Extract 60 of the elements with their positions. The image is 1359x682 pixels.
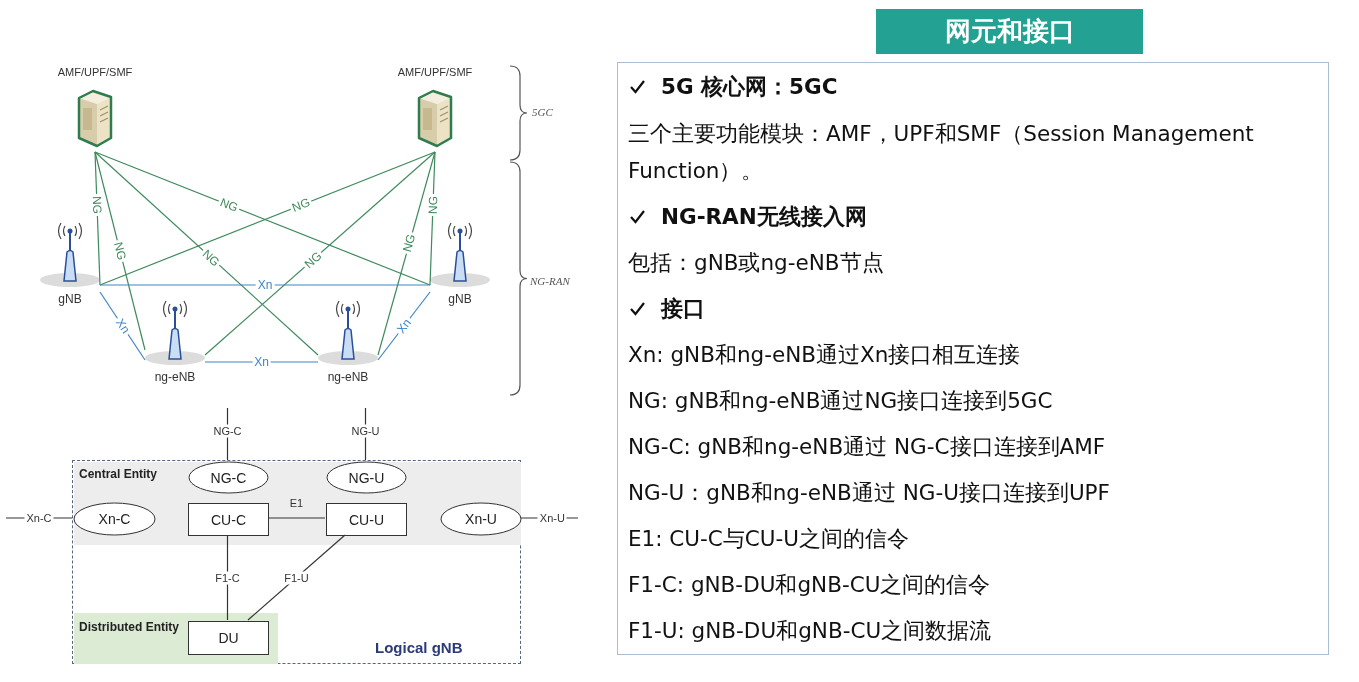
connector-line: [94, 151, 319, 356]
edge-label: E1: [288, 496, 305, 510]
heading-text: NG-RAN无线接入网: [661, 203, 868, 231]
body-text: Xn: gNB和ng-eNB通过Xn接口相互连接: [628, 341, 1022, 369]
edge-label: F1-U: [282, 571, 311, 584]
station-label: gNB: [447, 292, 473, 306]
connector-line: [267, 517, 326, 519]
interface-label: NG-C: [210, 469, 247, 486]
connector-line: [204, 151, 436, 356]
section-label: NG-RAN: [530, 275, 570, 287]
server-label: AMF/UPF/SMF: [396, 66, 474, 78]
body-text: F1-C: gNB-DU和gNB-CU之间的信令: [628, 571, 992, 599]
connector-line: [94, 151, 101, 286]
body-text: NG: gNB和ng-eNB通过NG接口连接到5GC: [628, 387, 1054, 415]
edge-label: NG-C: [211, 424, 244, 438]
connector-line: [99, 284, 431, 286]
connector-line: [99, 291, 146, 361]
edge-label: Xn: [252, 355, 271, 369]
unit-label: CU-U: [349, 511, 384, 528]
edge-label: Xn-U: [537, 511, 567, 525]
body-text: NG-C: gNB和ng-eNB通过 NG-C接口连接到AMF: [628, 433, 1107, 461]
unit-box: [188, 503, 269, 536]
unit-label: DU: [218, 630, 239, 646]
station-label: gNB: [57, 292, 83, 306]
unit-label: CU-C: [211, 511, 246, 528]
heading-text: 接口: [661, 295, 706, 323]
connector-line: [94, 151, 146, 351]
body-text: NG-U：gNB和ng-eNB通过 NG-U接口连接到UPF: [628, 479, 1111, 507]
station-label: ng-eNB: [326, 370, 370, 384]
text-panel: [617, 62, 1329, 655]
connector-line: [429, 151, 436, 286]
band-title: Distributed Entity: [79, 620, 179, 634]
interface-label: NG-U: [348, 469, 385, 486]
body-text: E1: CU-C与CU-U之间的信令: [628, 525, 911, 553]
connector-line: [377, 151, 436, 356]
body-text: 三个主要功能模块：AMF，UPF和SMF（Session Management Function）。: [628, 120, 1255, 185]
interface-label: Xn-C: [98, 511, 131, 527]
entity-band: [74, 462, 521, 545]
connector-line: [204, 361, 319, 363]
band-title: Central Entity: [79, 467, 157, 481]
entity-band: [74, 613, 278, 664]
edge-label: F1-C: [213, 571, 242, 584]
title-text: 网元和接口: [944, 15, 1075, 48]
edge-label: Xn-C: [24, 511, 54, 525]
unit-box: [188, 621, 269, 655]
body-text: 包括：gNB或ng-eNB节点: [628, 249, 885, 277]
heading-text: 5G 核心网：5GC: [661, 73, 839, 101]
server-label: AMF/UPF/SMF: [56, 66, 134, 78]
interface-label: Xn-U: [465, 511, 497, 527]
connector-line: [377, 291, 431, 361]
edge-label: Xn: [255, 278, 275, 292]
logical-node-frame: [72, 460, 521, 664]
unit-box: [326, 503, 407, 536]
edge-label: NG-U: [349, 424, 382, 438]
edge-label: NG: [425, 193, 441, 217]
group-title: Logical gNB: [375, 639, 463, 656]
edge-label: NG: [89, 193, 105, 217]
section-label: 5GC: [532, 106, 553, 118]
station-label: ng-eNB: [153, 370, 197, 384]
body-text: F1-U: gNB-DU和gNB-CU之间数据流: [628, 617, 993, 645]
